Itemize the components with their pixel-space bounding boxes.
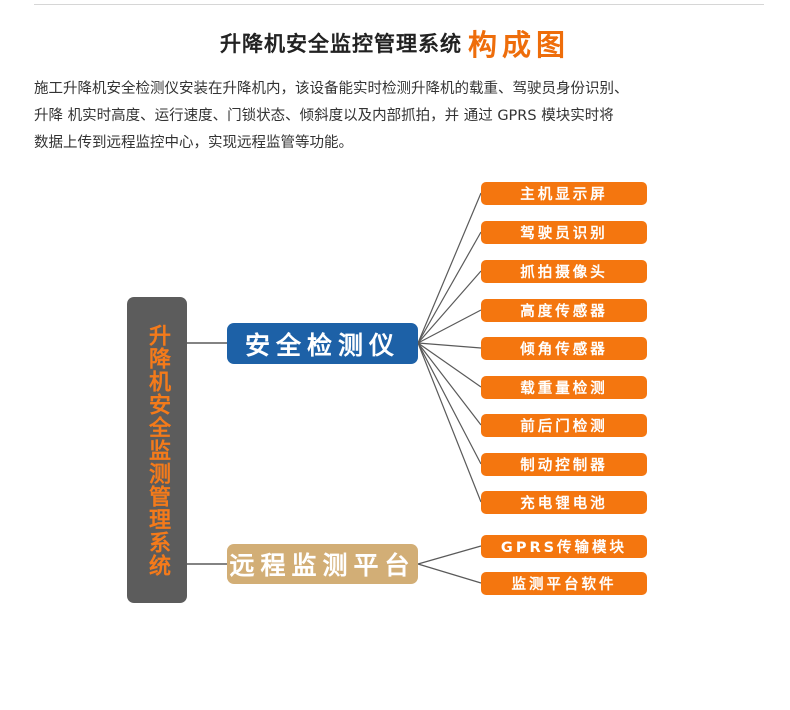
hub-remote-platform: 远程监测平台	[227, 544, 418, 584]
leaf-snapshot-camera: 抓拍摄像头	[481, 260, 647, 283]
intro-line: 升降 机实时高度、运行速度、门锁状态、倾斜度以及内部抓拍，并 通过 GPRS 模…	[34, 108, 614, 124]
leaf-gprs-module: GPRS传输模块	[481, 535, 647, 558]
leaf-platform-software: 监测平台软件	[481, 572, 647, 595]
hub-safety-detector: 安全检测仪	[227, 323, 418, 364]
leaf-label: 载重量检测	[520, 381, 608, 397]
connector-hub1-leaf-8	[417, 342, 482, 465]
leaf-brake-controller: 制动控制器	[481, 453, 647, 476]
hub-label: 远程监测平台	[229, 551, 416, 580]
intro-paragraph: 施工升降机安全检测仪安装在升降机内，该设备能实时检测升降机的载重、驾驶员身份识别…	[34, 76, 774, 157]
leaf-height-sensor: 高度传感器	[481, 299, 647, 322]
leaf-label: 高度传感器	[520, 304, 608, 320]
leaf-tilt-sensor: 倾角传感器	[481, 337, 647, 360]
connector-hub1-leaf-1	[417, 192, 482, 344]
leaf-label: 抓拍摄像头	[520, 265, 608, 281]
leaf-label: 制动控制器	[520, 458, 608, 474]
title-accent: 构成图	[467, 28, 570, 62]
leaf-label: 监测平台软件	[511, 577, 617, 593]
page-title: 升降机安全监控管理系统构成图	[0, 22, 790, 64]
leaf-door-detection: 前后门检测	[481, 414, 647, 437]
connector-hub1-leaf-4	[417, 309, 482, 344]
leaf-host-display: 主机显示屏	[481, 182, 647, 205]
leaf-load-detection: 载重量检测	[481, 376, 647, 399]
leaf-driver-identification: 驾驶员识别	[481, 221, 647, 244]
leaf-label: GPRS传输模块	[500, 540, 628, 556]
connector-hub1-leaf-7	[417, 342, 482, 426]
leaf-label: 驾驶员识别	[520, 226, 608, 242]
connector-hub1-leaf-9	[417, 342, 482, 503]
connector-hub1-leaf-5	[417, 342, 482, 349]
hub-label: 安全检测仪	[244, 330, 400, 360]
root-node: 升降机安全监测管理系统	[127, 297, 187, 603]
title-main: 升降机安全监控管理系统	[219, 32, 462, 56]
connector-hub1-leaf-2	[417, 231, 482, 344]
top-divider	[34, 4, 764, 5]
root-label: 升降机安全监测管理系统	[145, 323, 170, 577]
connector-hub1-leaf-3	[417, 270, 482, 344]
leaf-label: 充电锂电池	[520, 496, 608, 512]
intro-line: 施工升降机安全检测仪安装在升降机内，该设备能实时检测升降机的载重、驾驶员身份识别…	[34, 81, 629, 97]
leaf-lithium-battery: 充电锂电池	[481, 491, 647, 514]
connector-hub1-leaf-6	[417, 342, 482, 388]
leaf-label: 前后门检测	[520, 419, 608, 435]
connector-hub2-leaf-2	[417, 563, 482, 584]
intro-line: 数据上传到远程监控中心，实现远程监管等功能。	[34, 135, 353, 151]
leaf-label: 倾角传感器	[520, 342, 608, 358]
connector-hub2-leaf-1	[417, 545, 482, 565]
leaf-label: 主机显示屏	[520, 187, 608, 203]
